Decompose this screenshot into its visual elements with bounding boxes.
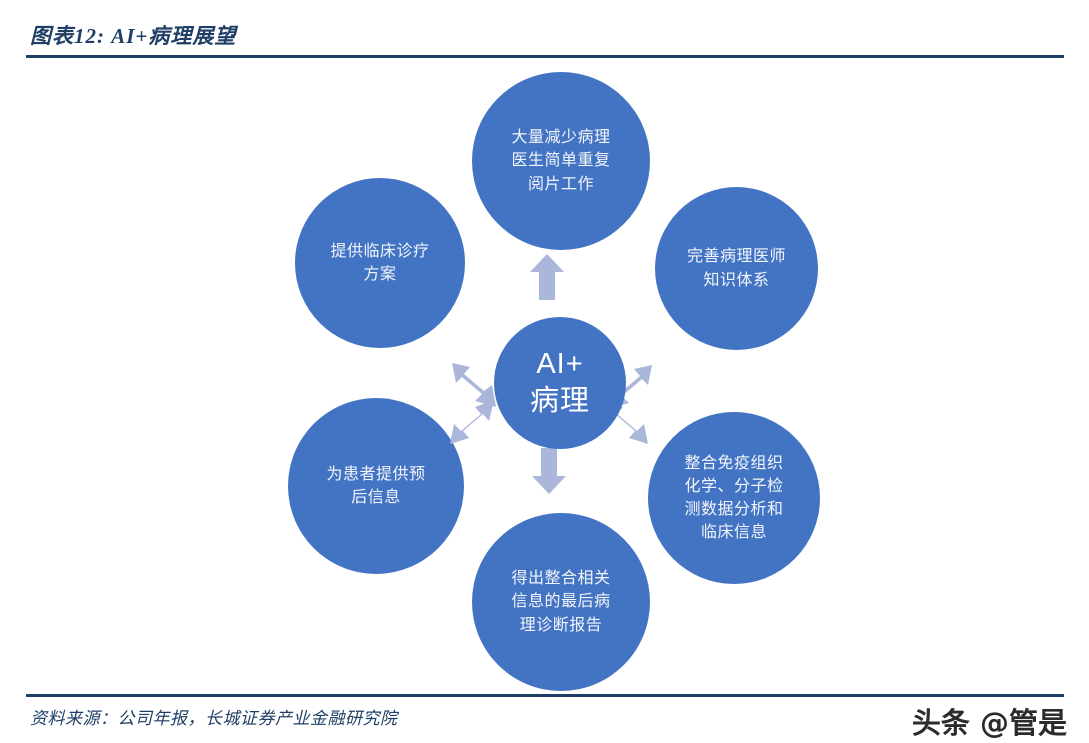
diagram-node-upper-right[interactable]: 完善病理医师 知识体系 xyxy=(655,187,818,350)
diagram-node-upper-right-label: 完善病理医师 知识体系 xyxy=(686,248,786,289)
diagram-node-lower-right-label: 整合免疫组织 化学、分子检 测数据分析和 临床信息 xyxy=(684,454,784,542)
diagram-node-upper-left-label: 提供临床诊疗 方案 xyxy=(330,242,430,283)
figure-header: 图表12: AI+病理展望 xyxy=(0,0,1089,60)
diagram-node-bottom[interactable]: 得出整合相关 信息的最后病 理诊断报告 xyxy=(472,513,650,691)
arrow-up-icon xyxy=(530,254,564,300)
source-note: 资料来源：公司年报，长城证券产业金融研究院 xyxy=(30,709,398,728)
arrow-down-left-icon xyxy=(450,400,494,444)
arrow-up-left-icon xyxy=(452,363,496,407)
figure-footer: 资料来源：公司年报，长城证券产业金融研究院 头条 @管是 xyxy=(0,688,1089,743)
diagram-node-upper-left[interactable]: 提供临床诊疗 方案 xyxy=(295,178,465,348)
watermark: 头条 @管是 xyxy=(911,706,1067,740)
ai-pathology-diagram: 大量减少病理 医生简单重复 阅片工作 完善病理医师 知识体系 整合免疫组织 化学… xyxy=(0,60,1089,692)
diagram-node-lower-left[interactable]: 为患者提供预 后信息 xyxy=(288,398,464,574)
diagram-node-lower-right[interactable]: 整合免疫组织 化学、分子检 测数据分析和 临床信息 xyxy=(648,412,820,584)
arrow-down-icon xyxy=(532,448,566,494)
diagram-node-bottom-label: 得出整合相关 信息的最后病 理诊断报告 xyxy=(511,570,611,634)
diagram-node-top-label: 大量减少病理 医生简单重复 阅片工作 xyxy=(511,129,611,193)
diagram-node-top[interactable]: 大量减少病理 医生简单重复 阅片工作 xyxy=(472,72,650,250)
diagram-hub-node[interactable]: AI+ 病理 xyxy=(494,317,626,449)
header-divider xyxy=(26,55,1064,58)
page-title: 图表12: AI+病理展望 xyxy=(30,24,237,48)
diagram-node-lower-left-label: 为患者提供预 后信息 xyxy=(326,465,426,506)
diagram-hub-label: AI+ 病理 xyxy=(529,347,590,417)
footer-divider xyxy=(26,694,1064,697)
